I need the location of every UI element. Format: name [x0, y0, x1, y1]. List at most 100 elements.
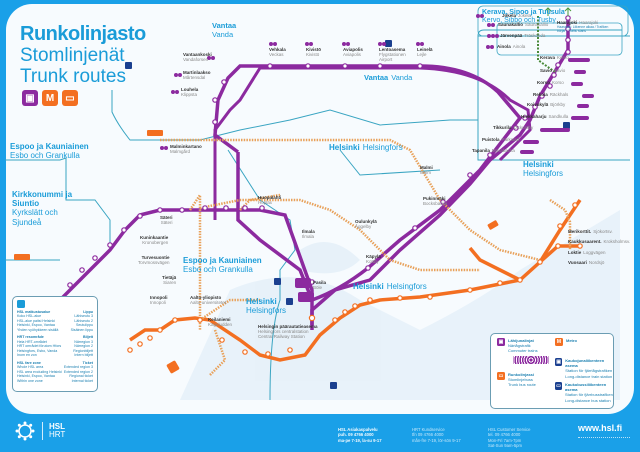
url-underline: [578, 437, 630, 438]
map-title: Runkolinjasto Stomlinjenät Trunk routes: [20, 24, 146, 86]
region-kerava: Kerava, Sipoo ja Tuusula Kervo, Sibbo oc…: [482, 9, 565, 25]
metro-stations: [127, 202, 583, 357]
metro-east-line: [538, 199, 582, 263]
metro-icon: M: [42, 90, 58, 106]
mode-icons: ▣ M ▭: [22, 90, 78, 106]
logo-divider: [42, 422, 43, 440]
bus-badge: [147, 130, 163, 136]
title-sv: Stomlinjenät: [20, 45, 125, 66]
metro-west-end: [129, 328, 160, 342]
metro-branch: [468, 246, 521, 282]
title-en: Trunk routes: [20, 66, 126, 87]
hsl-logo-icon: [15, 421, 35, 441]
bus-icon: ▭: [62, 90, 78, 106]
train-icon: ▣: [22, 90, 38, 106]
bus-badge: [166, 360, 180, 374]
station-kaukkusaarent: Kaukkusaarent.Kroksholmsv.: [568, 239, 631, 244]
metro-icon: M: [555, 338, 563, 346]
long-distance-train-icon: ▣: [555, 358, 563, 366]
kerava-region-box: [477, 5, 629, 37]
hsl-logo-icon: [17, 300, 25, 308]
trunk-bus-routes: [160, 138, 572, 376]
train-icon: ▣: [497, 338, 505, 346]
haarajoki-branch: [537, 16, 556, 73]
metro-line: [159, 244, 580, 362]
website-link[interactable]: www.hsl.fi: [578, 423, 623, 433]
title-fi: Runkolinjasto: [20, 23, 146, 45]
airport-icon: [385, 40, 392, 47]
key-metro: M Metro: [555, 338, 577, 346]
station-merikorttit: Merikorttit.Sjökortsv.: [568, 229, 613, 234]
line-badges: [160, 14, 594, 302]
region-borders: [5, 29, 630, 401]
line-number-badges-sample: [513, 356, 549, 364]
tuusula-subbox: [496, 22, 623, 56]
haarajoki-note: Haarajoki: Liikenne alkaa / Trafiken bör…: [557, 25, 609, 33]
long-distance-bus-icon: ▭: [555, 382, 563, 390]
bus-icon: ▭: [497, 372, 505, 380]
ring-rail-arc: [213, 66, 532, 220]
bus-badge: [14, 254, 30, 260]
footer: [0, 414, 640, 452]
bus-badge: [487, 220, 499, 230]
